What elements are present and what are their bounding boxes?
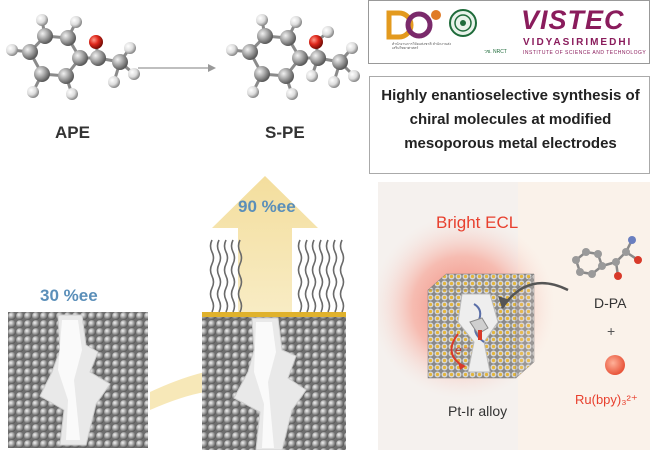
selectivity-up-arrow [212,176,318,322]
dpa-molecule [572,236,642,280]
vistec-subtitle: VIDYASIRIMEDHI [523,37,633,48]
logo-banner [368,0,650,64]
ecl-heading: Bright ECL [436,213,519,232]
title-line-1: Highly enantioselective synthesis of [381,87,640,104]
reaction-arrowhead [208,64,216,72]
molecule-ape [6,14,140,100]
surface-ligands [209,239,345,313]
ptir-cube [427,273,535,379]
vistec-institute: INSTITUTE OF SCIENCE AND TECHNOLOGY [523,50,647,56]
electron-arrow [450,333,461,365]
molecule-spe [226,14,360,100]
transfer-arrow [150,372,205,410]
org1-logo-icon [386,10,441,40]
plus-sign: + [607,323,616,339]
reactant-label: APE [55,123,90,142]
nrct-seal-icon [449,9,477,37]
mesoporous-block-unmodified [8,312,148,448]
mesoporous-block-modified [202,239,346,450]
nrct-label: วช. NRCT [484,49,507,55]
ee-after-label: 90 %ee [238,197,296,216]
product-label: S-PE [265,123,305,142]
title-box: Highly enantioselective synthesis of chi… [369,76,650,174]
title-line-3: mesoporous metal electrodes [404,135,617,152]
org1-subtitle: สำนักงานการวิจัยแห่งชาติ สำนักงานส่งเสริ… [392,42,452,50]
electrode-label: Pt-Ir alloy [448,403,508,419]
electron-label: e⁻ [455,343,469,357]
ru-complex-ball [605,355,625,375]
ecl-inset [371,182,650,450]
ee-before-label: 30 %ee [40,286,98,305]
title-line-2: chiral molecules at modified [409,111,612,128]
vistec-logo-text: VISTEC [521,5,625,35]
dpa-label: D-PA [594,295,627,311]
luminophore-label: Ru(bpy)₃²⁺ [575,392,638,407]
ecl-inset-graphic [371,182,650,450]
